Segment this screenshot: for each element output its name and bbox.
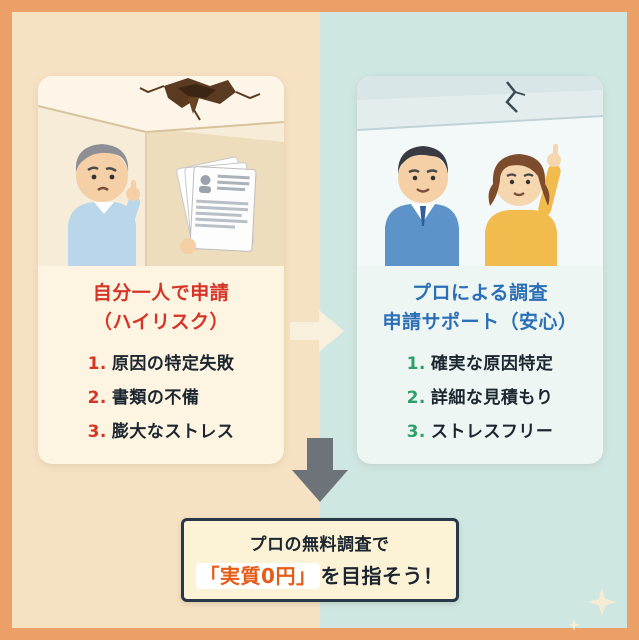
item-text: 原因の特定失敗	[111, 354, 235, 374]
item-number: 1.	[87, 354, 107, 374]
diy-title-line1: 自分一人で申請	[92, 282, 230, 304]
item-number: 2.	[87, 388, 107, 408]
pro-panel: プロによる調査 申請サポート（安心） 1. 確実な原因特定 2. 詳細な見積もり…	[357, 76, 603, 464]
list-item: 2. 詳細な見積もり	[407, 383, 554, 408]
diy-panel-title: 自分一人で申請 （ハイリスク）	[38, 279, 284, 336]
item-text: 詳細な見積もり	[430, 388, 554, 408]
list-item: 2. 書類の不備	[88, 383, 235, 408]
list-item: 3. 膨大なストレス	[88, 417, 235, 442]
right-arrow-icon	[290, 308, 346, 354]
item-number: 2.	[406, 388, 426, 408]
item-number: 1.	[406, 354, 426, 374]
diy-title-line2: （ハイリスク）	[92, 310, 230, 333]
pro-title-line1: プロによる調査	[412, 282, 548, 304]
diy-item-list: 1. 原因の特定失敗 2. 書類の不備 3. 膨大なストレス	[88, 349, 235, 442]
pro-panel-title: プロによる調査 申請サポート（安心）	[357, 279, 603, 336]
sparkle-icon	[568, 616, 580, 631]
item-text: 膨大なストレス	[111, 422, 235, 442]
worried-man-illustration	[38, 76, 284, 266]
down-arrow-icon	[291, 438, 349, 504]
sparkle-icon	[588, 588, 616, 616]
conclusion-highlight: 「実質0円」	[195, 563, 321, 589]
conclusion-box: プロの無料調査で 「実質0円」を目指そう！	[180, 518, 459, 602]
item-number: 3.	[87, 422, 107, 442]
item-number: 3.	[406, 422, 426, 442]
professional-team-illustration	[357, 76, 603, 266]
pro-item-list: 1. 確実な原因特定 2. 詳細な見積もり 3. ストレスフリー	[407, 349, 554, 442]
list-item: 1. 原因の特定失敗	[88, 349, 235, 374]
conclusion-line-1: プロの無料調査で	[249, 535, 390, 555]
diy-panel: 自分一人で申請 （ハイリスク） 1. 原因の特定失敗 2. 書類の不備 3. 膨…	[38, 76, 284, 464]
list-item: 1. 確実な原因特定	[407, 349, 554, 374]
pro-title-line2: 申請サポート（安心）	[382, 310, 578, 333]
list-item: 3. ストレスフリー	[407, 417, 554, 442]
worried-man-scene	[38, 76, 284, 266]
conclusion-suffix: を目指そう！	[320, 564, 444, 588]
item-text: 確実な原因特定	[430, 354, 554, 374]
conclusion-line-2: 「実質0円」を目指そう！	[194, 560, 446, 589]
professional-team-scene	[357, 76, 603, 266]
item-text: ストレスフリー	[430, 422, 554, 442]
item-text: 書類の不備	[111, 388, 200, 408]
